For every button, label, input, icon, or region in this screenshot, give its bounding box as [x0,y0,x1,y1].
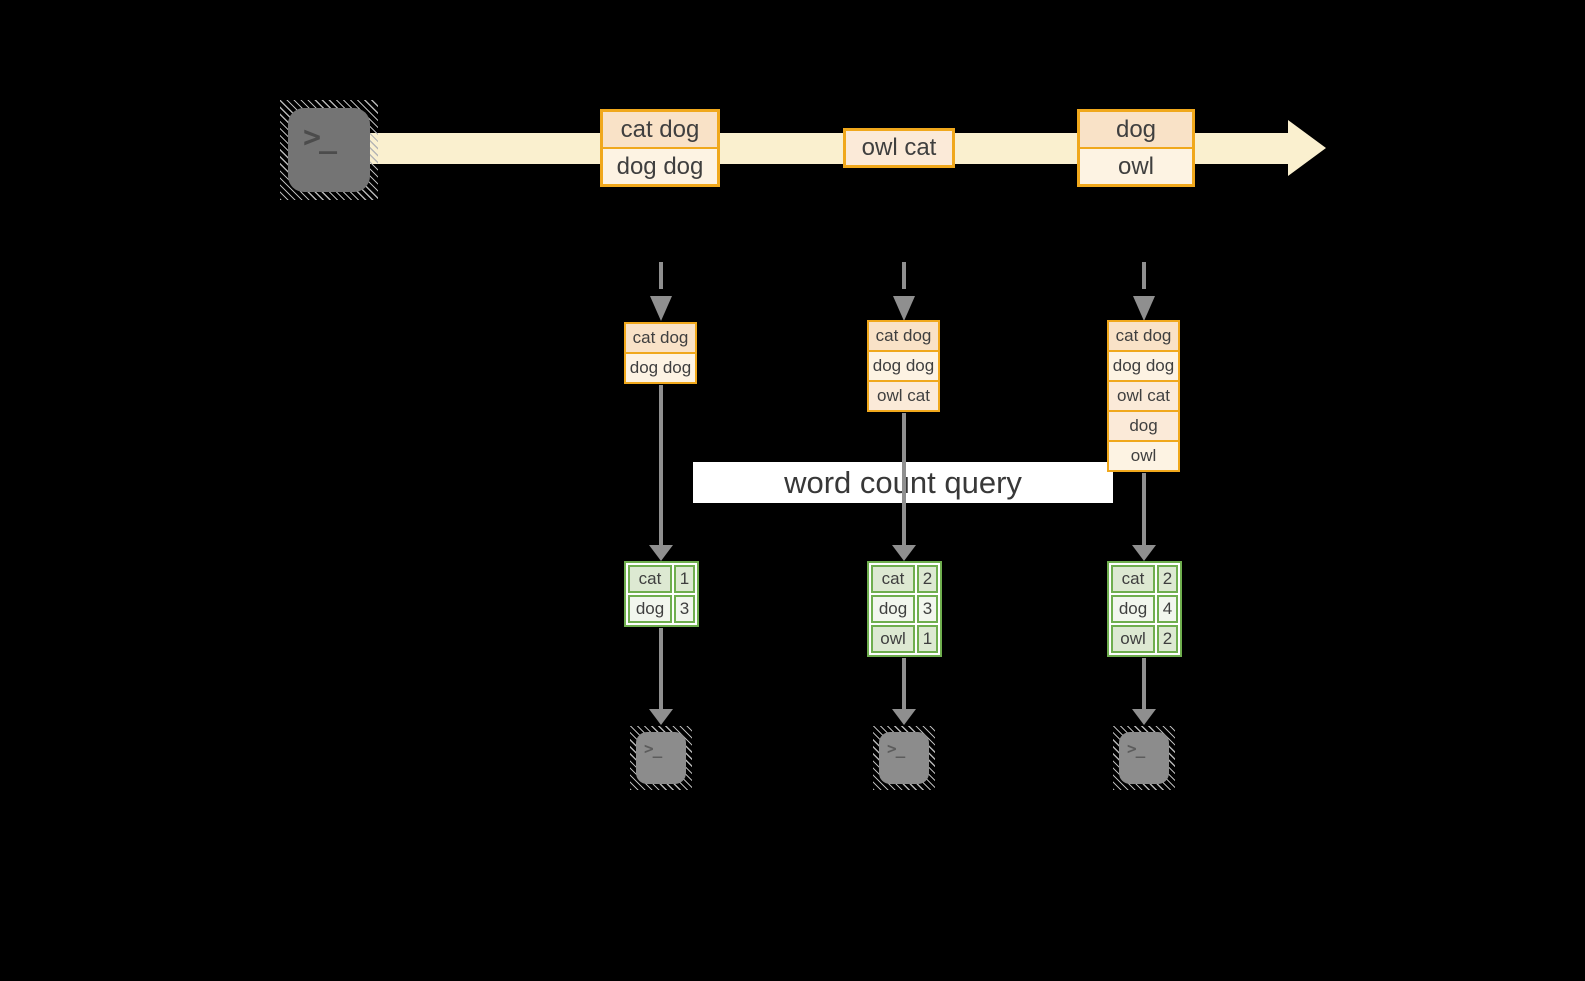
buffer-item: dog dog [1109,352,1178,380]
stream-event: dog dog [603,149,717,184]
terminal-prompt-icon: >_ [644,739,662,758]
terminal-body: >_ [636,732,686,784]
count-cell: 1 [917,625,938,653]
arrowhead-icon [892,545,916,561]
count-table-2: cat 2 dog 3 owl 1 [867,561,942,657]
connector-line [902,413,906,545]
table-row: dog 4 [1111,595,1178,623]
stream-event-group-1: cat dog dog dog [600,109,720,187]
connector-line [1142,473,1146,545]
buffer-item: cat dog [1109,322,1178,350]
terminal-body: >_ [288,108,370,192]
dashed-arrow-line [1142,262,1146,289]
stream-event-group-3: dog owl [1077,109,1195,187]
table-row: cat 2 [1111,565,1178,593]
connector-line [659,385,663,545]
buffer-item: owl cat [1109,382,1178,410]
dashed-arrowhead-icon [893,296,915,321]
count-cell: 3 [674,595,695,623]
word-cell: dog [628,595,672,623]
terminal-prompt-icon: >_ [1127,739,1145,758]
stream-event: cat dog [603,112,717,147]
count-cell: 3 [917,595,938,623]
word-cell: dog [871,595,915,623]
arrowhead-icon [649,709,673,725]
sink-terminal-icon-1: >_ [630,726,692,790]
arrowhead-icon [1132,545,1156,561]
buffer-item: dog dog [626,354,695,382]
stream-event-group-2: owl cat [843,128,955,168]
buffer-stack-1: cat dog dog dog [624,322,697,384]
table-row: owl 1 [871,625,938,653]
count-table-1: cat 1 dog 3 [624,561,699,627]
buffer-item: owl cat [869,382,938,410]
word-cell: owl [871,625,915,653]
count-cell: 2 [1157,625,1178,653]
buffer-item: dog [1109,412,1178,440]
buffer-stack-2: cat dog dog dog owl cat [867,320,940,412]
connector-line [902,658,906,709]
count-cell: 2 [1157,565,1178,593]
buffer-stack-3: cat dog dog dog owl cat dog owl [1107,320,1180,472]
table-row: dog 3 [871,595,938,623]
word-cell: dog [1111,595,1155,623]
arrowhead-icon [649,545,673,561]
sink-terminal-icon-2: >_ [873,726,935,790]
arrowhead-icon [892,709,916,725]
stream-event: owl [1080,149,1192,184]
sink-terminal-icon-3: >_ [1113,726,1175,790]
terminal-body: >_ [1119,732,1169,784]
count-cell: 1 [674,565,695,593]
table-row: cat 2 [871,565,938,593]
buffer-item: cat dog [626,324,695,352]
word-cell: cat [628,565,672,593]
dashed-arrowhead-icon [1133,296,1155,321]
table-row: cat 1 [628,565,695,593]
arrowhead-icon [1132,709,1156,725]
stream-arrowhead-icon [1288,120,1326,176]
count-cell: 4 [1157,595,1178,623]
stream-event: owl cat [846,131,952,165]
terminal-body: >_ [879,732,929,784]
terminal-prompt-icon: >_ [303,120,337,155]
table-row: owl 2 [1111,625,1178,653]
count-cell: 2 [917,565,938,593]
word-cell: cat [871,565,915,593]
terminal-prompt-icon: >_ [887,739,905,758]
buffer-item: dog dog [869,352,938,380]
table-row: dog 3 [628,595,695,623]
count-table-3: cat 2 dog 4 owl 2 [1107,561,1182,657]
dashed-arrow-line [902,262,906,289]
dashed-arrowhead-icon [650,296,672,321]
word-cell: owl [1111,625,1155,653]
connector-line [659,628,663,709]
dashed-arrow-line [659,262,663,289]
source-terminal-icon: >_ [280,100,378,200]
buffer-item: owl [1109,442,1178,470]
word-cell: cat [1111,565,1155,593]
connector-line [1142,658,1146,709]
stream-event: dog [1080,112,1192,147]
buffer-item: cat dog [869,322,938,350]
